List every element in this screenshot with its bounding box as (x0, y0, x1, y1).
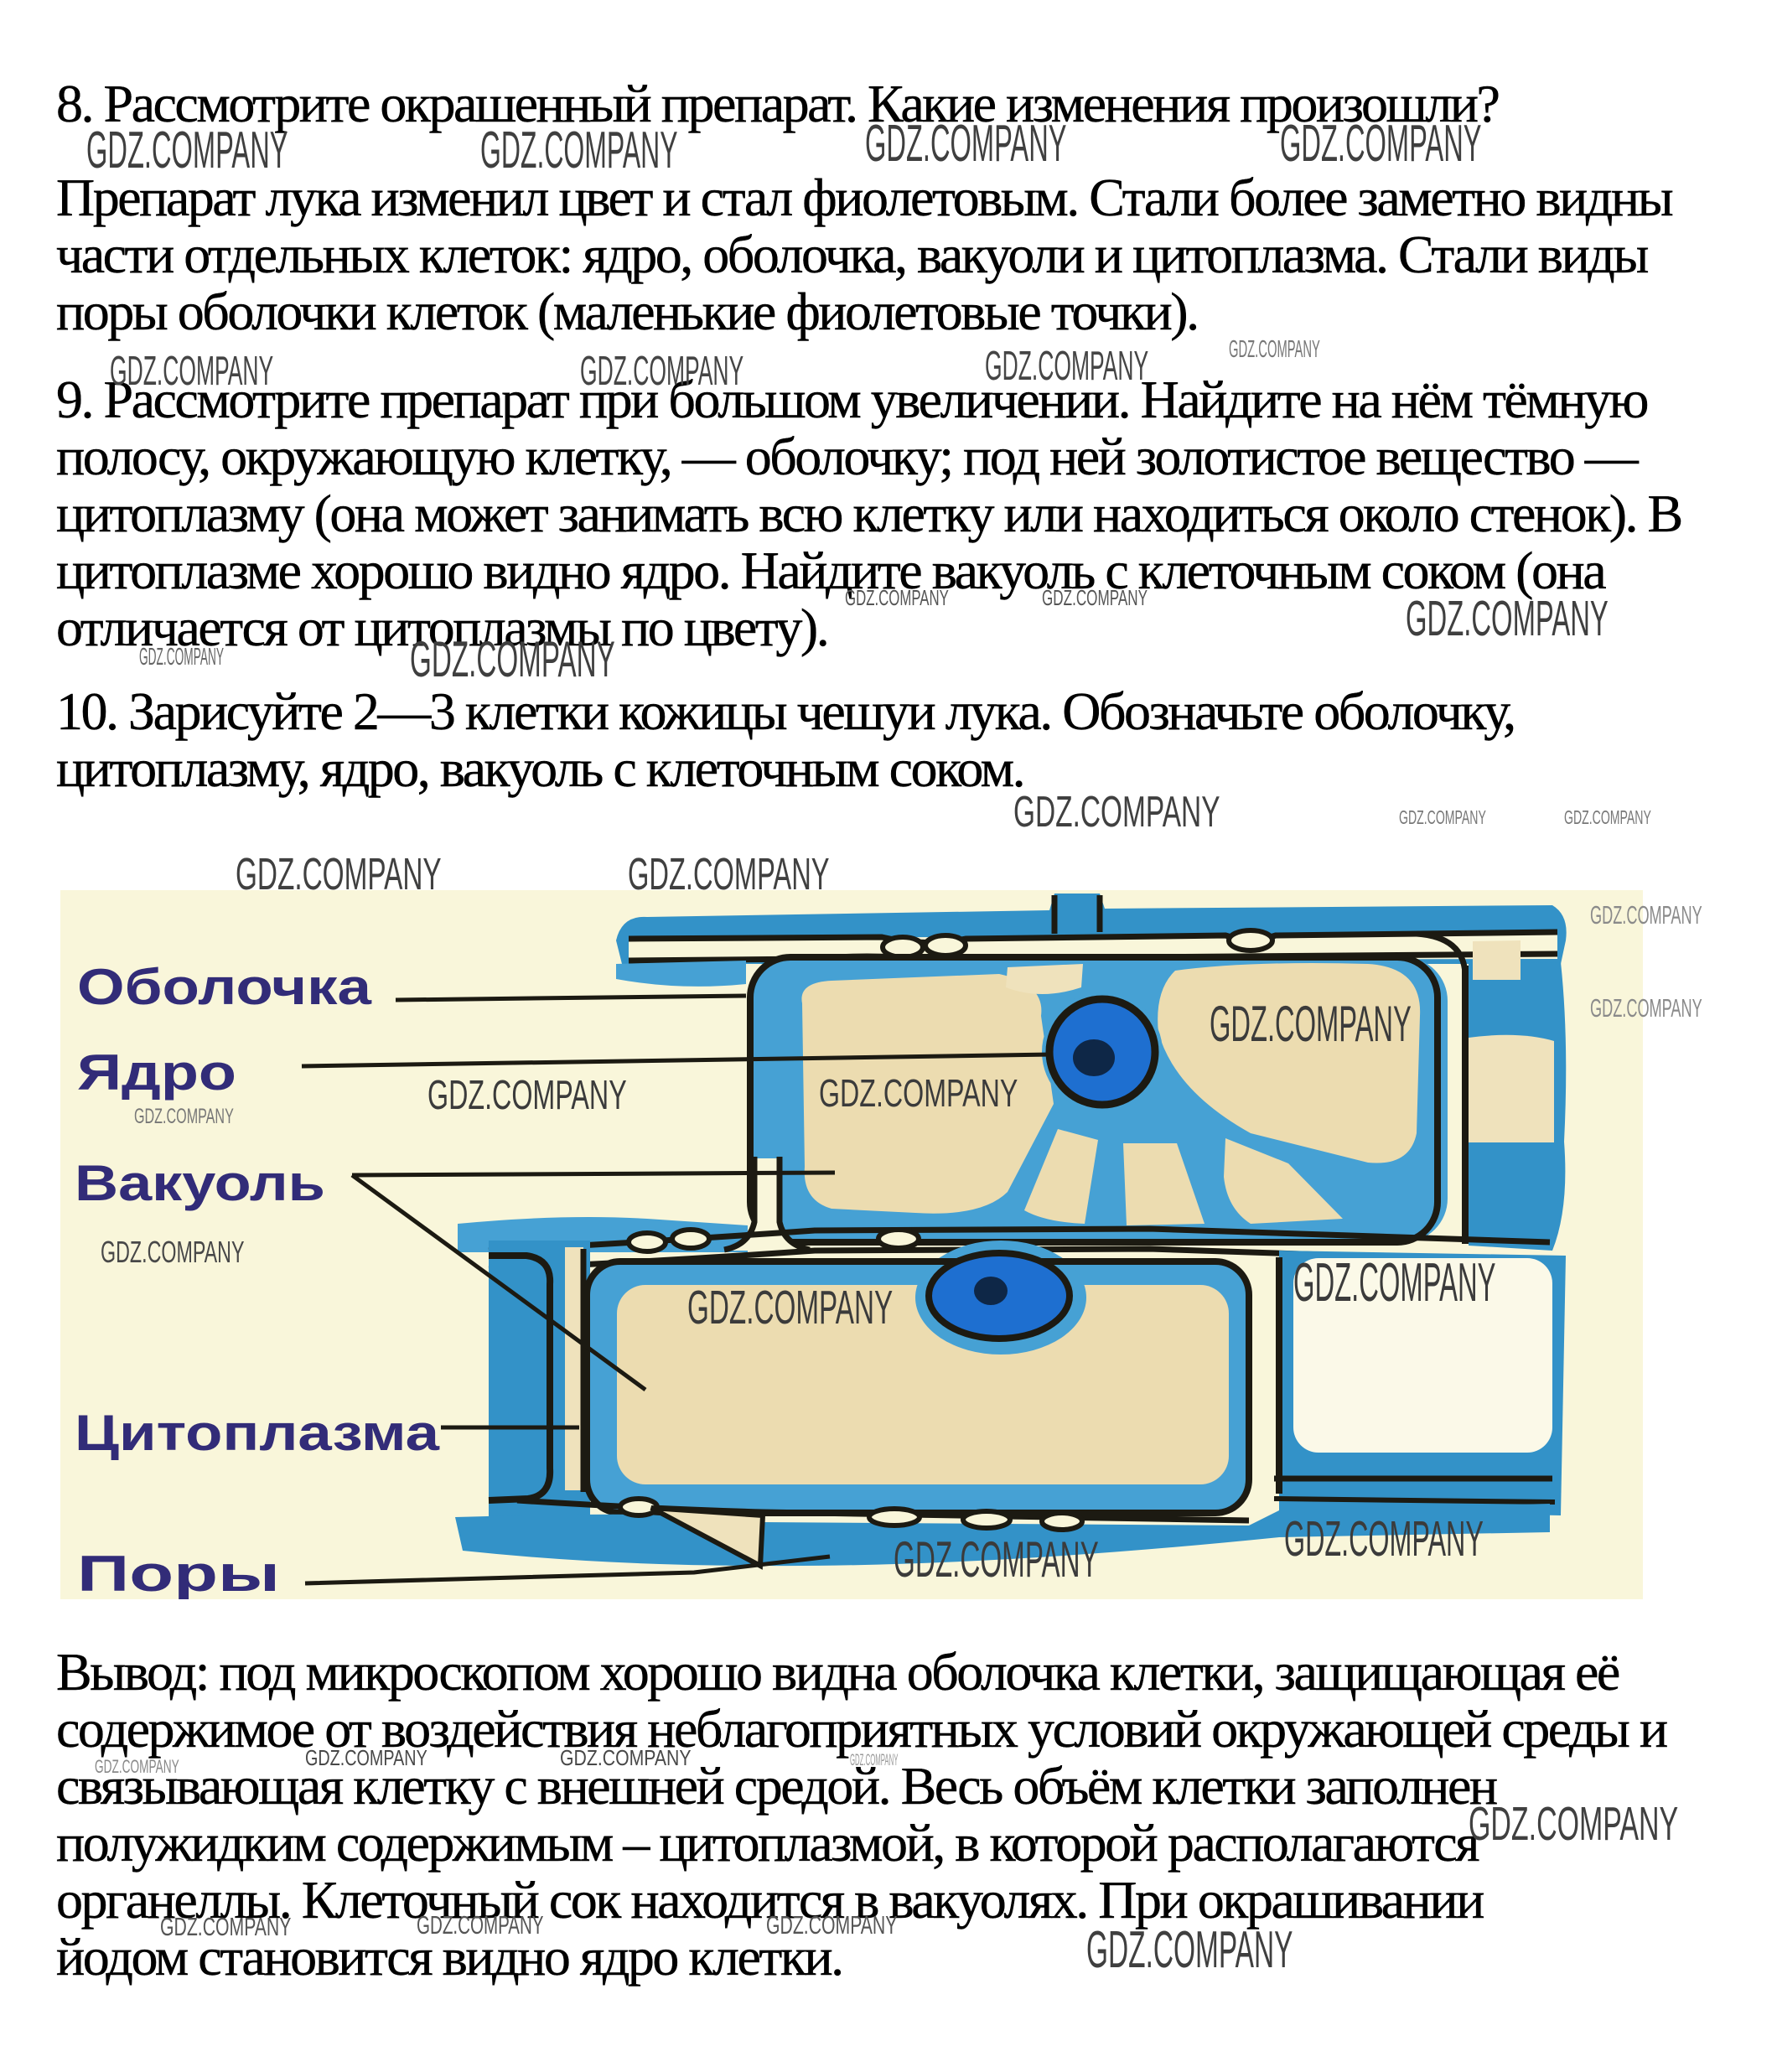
svg-text:Поры: Поры (77, 1546, 280, 1599)
svg-text:Цитоплазма: Цитоплазма (75, 1405, 440, 1461)
svg-text:Ядро: Ядро (77, 1044, 236, 1101)
svg-text:Вакуоль: Вакуоль (75, 1155, 325, 1211)
svg-text:Оболочка: Оболочка (77, 959, 372, 1015)
